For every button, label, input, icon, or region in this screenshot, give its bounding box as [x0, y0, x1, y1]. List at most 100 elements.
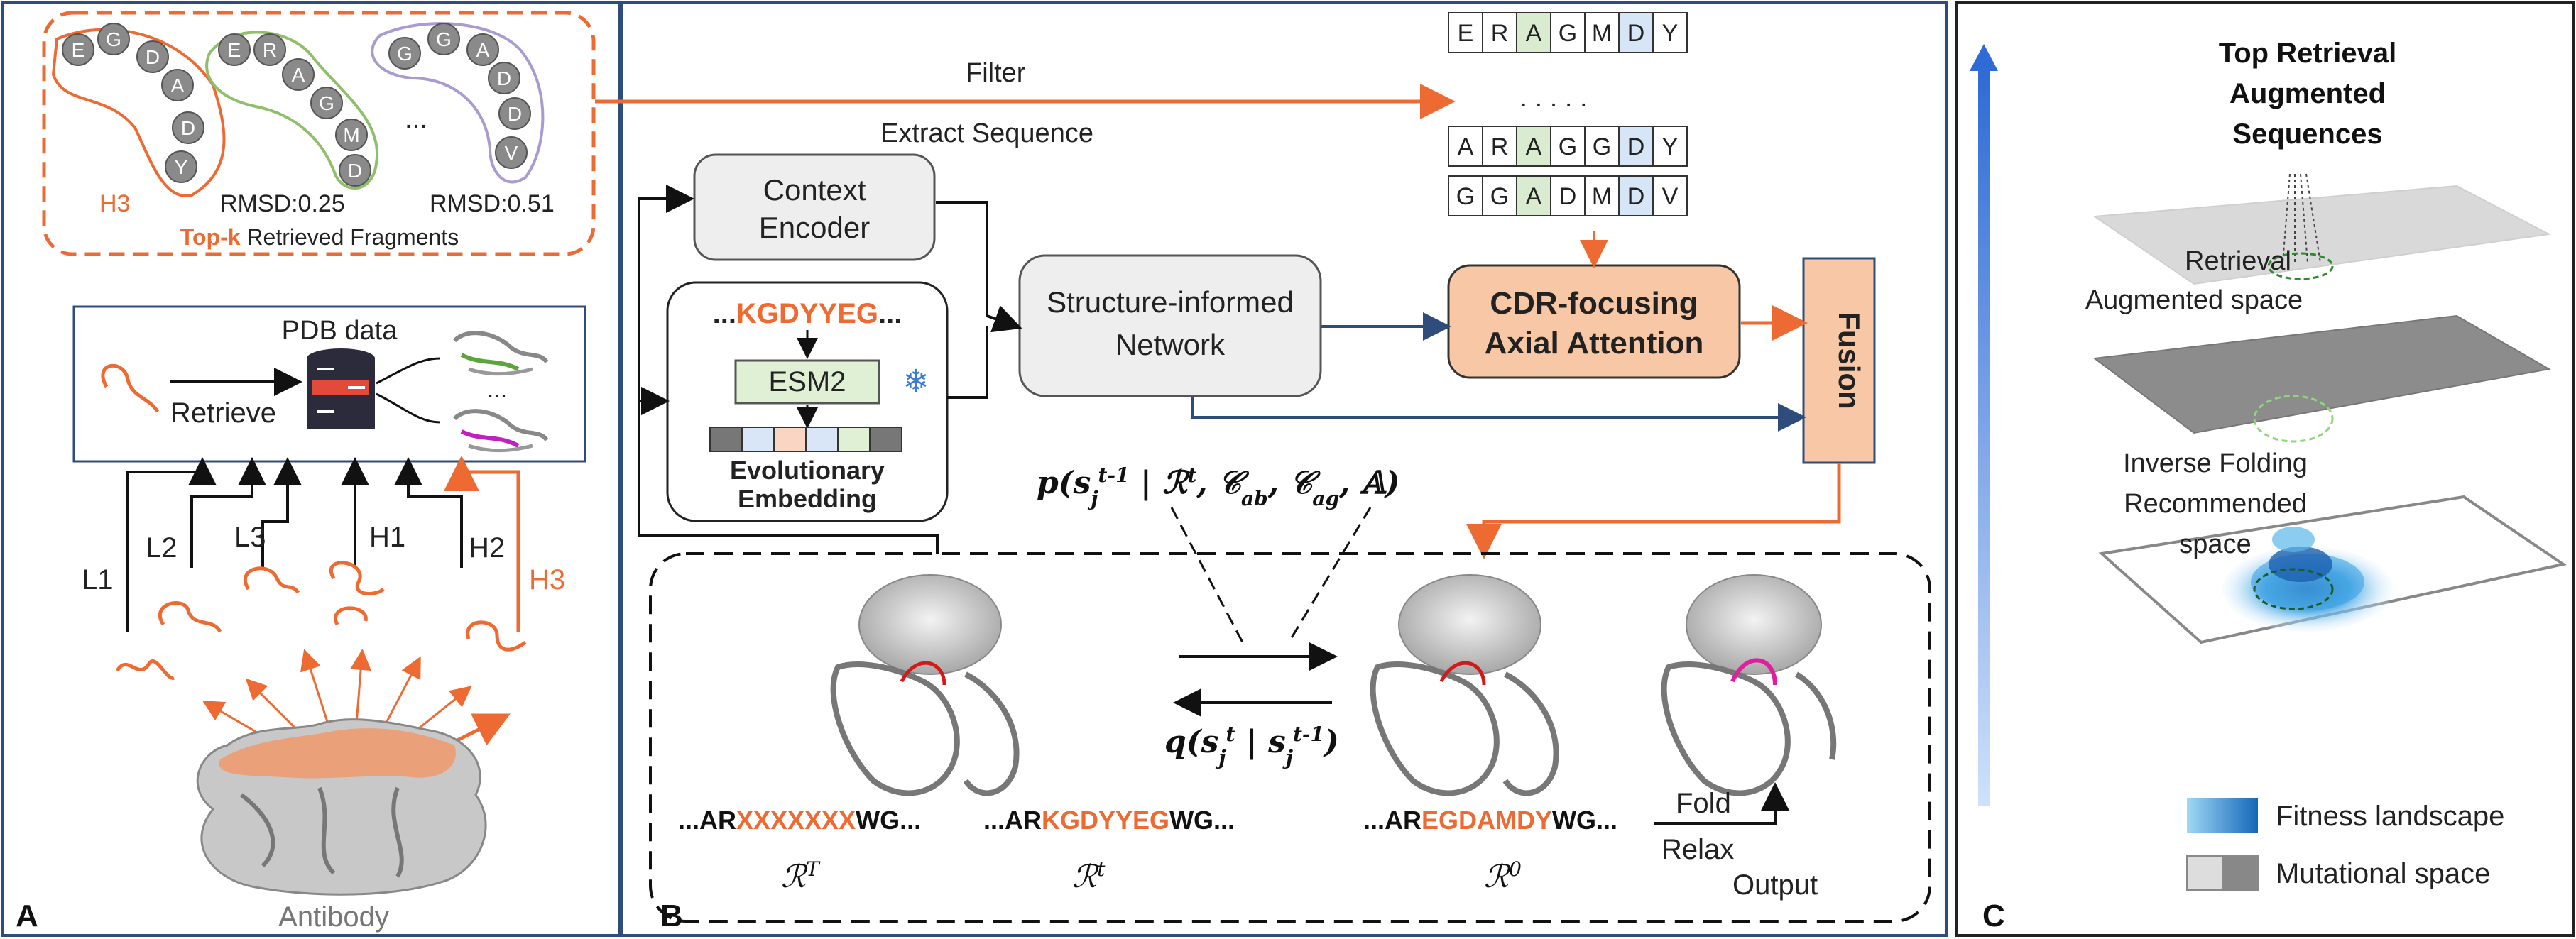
msa-letter: G — [1593, 133, 1611, 160]
msa-letter: M — [1592, 183, 1612, 210]
residue-letter: G — [436, 28, 452, 50]
cdr-label-h2: H2 — [469, 532, 505, 564]
residue-circle — [62, 33, 94, 66]
residue-circle — [388, 37, 421, 70]
msa-dots: . . . . . — [1519, 83, 1587, 113]
sequence-r-T: ...ARXXXXXXXWG... — [678, 806, 921, 835]
inverse-label-line2: Recommended — [2124, 489, 2307, 519]
panel-c: Top Retrieval Augmented Sequences R — [1970, 38, 2567, 933]
h3-fragment-label: H3 — [99, 190, 130, 217]
antibody-label: Antibody — [278, 901, 389, 933]
residue-letter: A — [476, 39, 490, 61]
cdr-label-h3: H3 — [529, 564, 565, 595]
fitness-landscape — [2222, 527, 2393, 632]
residue-circle — [97, 23, 130, 55]
feedback-loop — [638, 185, 939, 554]
fold-label: Fold — [1676, 788, 1731, 819]
legend-mutational-label: Mutational space — [2276, 858, 2490, 889]
panel-b-frame — [621, 1, 1948, 937]
msa-cell — [1516, 175, 1551, 216]
filter-label: Filter — [966, 58, 1026, 88]
msa-cell — [1652, 12, 1688, 53]
structure-network-line2: Network — [1115, 328, 1226, 361]
antibody-structure — [196, 718, 487, 896]
retrieval-lines — [2282, 173, 2321, 263]
esm2-box — [734, 359, 880, 405]
esm-input-sequence: ...KGDYYEG... — [713, 298, 902, 329]
evo-embedding-line2: Embedding — [738, 484, 877, 513]
residue-letter: D — [508, 103, 522, 125]
residue-letter: R — [263, 39, 277, 61]
residue-letter: G — [319, 92, 334, 114]
cdr-attention-box — [1447, 264, 1741, 379]
residue-circle — [427, 23, 460, 55]
db-bracket — [376, 357, 441, 424]
cdr-attention-line1: CDR-focusing — [1490, 286, 1698, 321]
context-encoder-line2: Encoder — [759, 211, 870, 244]
msa-cell — [1618, 126, 1654, 167]
msa-cell — [1584, 126, 1620, 167]
msa-cell — [1550, 175, 1586, 216]
encoder-to-network — [936, 201, 1022, 333]
msa-letter: D — [1559, 183, 1577, 210]
msa-letter: D — [1627, 20, 1645, 47]
msa-letter: A — [1526, 133, 1542, 160]
residue-letter: G — [397, 43, 413, 65]
msa-letter: A — [1526, 20, 1542, 47]
fusion-label: Fusion — [1833, 312, 1866, 410]
p-formula: p(sjt-1 | ℛt, 𝒞ab, 𝒞ag, 𝔸) — [1037, 463, 1400, 510]
inverse-label-line3: space — [2179, 529, 2251, 559]
msa-cell — [1584, 12, 1620, 53]
msa-cell — [1516, 126, 1551, 167]
context-encoder-box — [693, 153, 936, 261]
evo-embedding-line1: Evolutionary — [730, 456, 885, 485]
residue-circle — [339, 154, 371, 187]
rmsd-label-2: RMSD:0.51 — [430, 190, 555, 217]
pdb-data-title: PDB data — [282, 316, 398, 346]
diffusion-region — [649, 552, 1931, 923]
cdr-label-l2: L2 — [146, 532, 178, 564]
residue-circle — [495, 136, 528, 169]
residue-circle — [136, 40, 169, 73]
embedding-bar — [709, 427, 902, 452]
residue-circle — [498, 97, 531, 130]
vertical-gradient-arrow — [1978, 67, 1990, 806]
msa-letter: D — [1627, 133, 1645, 160]
msa-letter: A — [1526, 183, 1542, 210]
sequence-r-t: ...ARKGDYYEGWG... — [983, 806, 1235, 835]
msa-cell — [1448, 12, 1483, 53]
embedding-to-network — [947, 326, 988, 399]
residue-letter: M — [343, 124, 359, 146]
residue-circle — [172, 111, 204, 144]
residue-circle — [161, 69, 194, 101]
label-r-0: ℛ0 — [1484, 857, 1522, 896]
msa-cell — [1482, 12, 1517, 53]
inverse-label-line1: Inverse Folding — [2123, 449, 2308, 478]
msa-letter: G — [1559, 20, 1577, 47]
residue-letter: E — [72, 39, 85, 61]
antibody-antigen-left — [830, 574, 1020, 796]
residue-letter: D — [181, 117, 195, 139]
legend-mutational-swatch-dark — [2222, 855, 2259, 891]
sequence-r-0: ...AREGDAMDYWG... — [1363, 806, 1617, 835]
residue-letter: V — [505, 142, 518, 164]
fusion-to-output — [1466, 463, 1841, 559]
panel-c-title-line2: Augmented — [2230, 78, 2386, 109]
database-icon — [307, 348, 375, 429]
panel-c-title-line3: Sequences — [2232, 119, 2382, 150]
legend-mutational-swatch-light — [2186, 855, 2223, 891]
msa-letter: Y — [1662, 133, 1679, 160]
network-to-fusion — [1191, 397, 1806, 432]
db-ellipsis: ... — [487, 376, 507, 403]
inverse-cluster — [2253, 395, 2334, 443]
antibody-antigen-right — [1661, 574, 1837, 796]
relax-label: Relax — [1661, 834, 1734, 865]
topk-fragments-box — [42, 11, 596, 256]
residue-circle — [488, 62, 520, 94]
msa-cell — [1550, 126, 1586, 167]
structure-network-box — [1018, 254, 1322, 397]
